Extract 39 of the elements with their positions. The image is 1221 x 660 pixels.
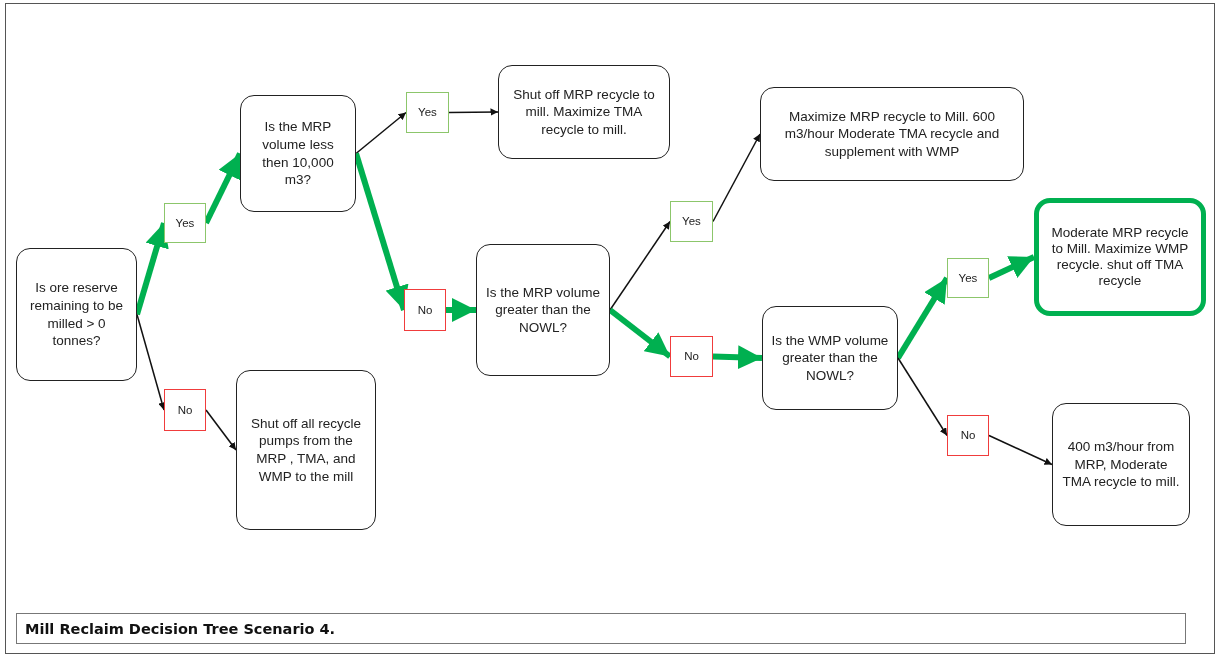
node-text: Is the MRP volume less then 10,000 m3? — [261, 118, 335, 189]
node-text: Maximize MRP recycle to Mill. 600 m3/hour Moderate TMA recycle and supplement with WMP — [783, 107, 1001, 161]
arrow — [446, 298, 476, 322]
caption: Mill Reclaim Decision Tree Scenario 4. — [16, 613, 1186, 644]
action-box — [236, 370, 376, 530]
arrow — [355, 111, 407, 155]
decision-box — [476, 244, 610, 376]
arrow — [712, 345, 763, 370]
decision-box — [762, 306, 898, 410]
answer-box: No — [404, 289, 446, 331]
arrow — [897, 357, 948, 437]
answer-box: No — [670, 336, 713, 377]
decision-box — [16, 248, 137, 381]
node-text: Is the MRP volume greater than the NOWL? — [485, 283, 601, 337]
node-text: Is the WMP volume greater than the NOWL? — [771, 331, 889, 385]
arrow — [136, 313, 166, 411]
action-box — [498, 65, 670, 159]
arrow — [609, 220, 671, 311]
arrow — [988, 434, 1053, 466]
node-text: Shut off all recycle pumps from the MRP , TMA, and WMP to the mill — [249, 414, 363, 486]
answer-box: Yes — [947, 258, 989, 298]
answer-box: Yes — [670, 201, 713, 242]
arrow — [448, 108, 499, 116]
node-text: Moderate MRP recycle to Mill. Maximize WMP recycle. shut off TMA recycle — [1050, 224, 1190, 290]
arrow — [712, 133, 761, 223]
action-box — [760, 87, 1024, 181]
decision-box — [240, 95, 356, 212]
arrow — [205, 409, 237, 451]
node-text: Is ore reserve remaining to be milled > 0 tonnes? — [28, 279, 125, 350]
answer-box: Yes — [164, 203, 206, 243]
answer-box: No — [164, 389, 206, 431]
node-text: 400 m3/hour from MRP, Moderate TMA recycle to mill. — [1061, 438, 1181, 491]
answer-box: Yes — [406, 92, 449, 133]
answer-box: No — [947, 415, 989, 456]
action-box — [1052, 403, 1190, 526]
arrow — [608, 307, 672, 359]
highlighted-action-box — [1034, 198, 1206, 316]
node-text: Shut off MRP recycle to mill. Maximize TMA recycle to mill. — [512, 85, 656, 139]
arrow — [987, 254, 1036, 281]
